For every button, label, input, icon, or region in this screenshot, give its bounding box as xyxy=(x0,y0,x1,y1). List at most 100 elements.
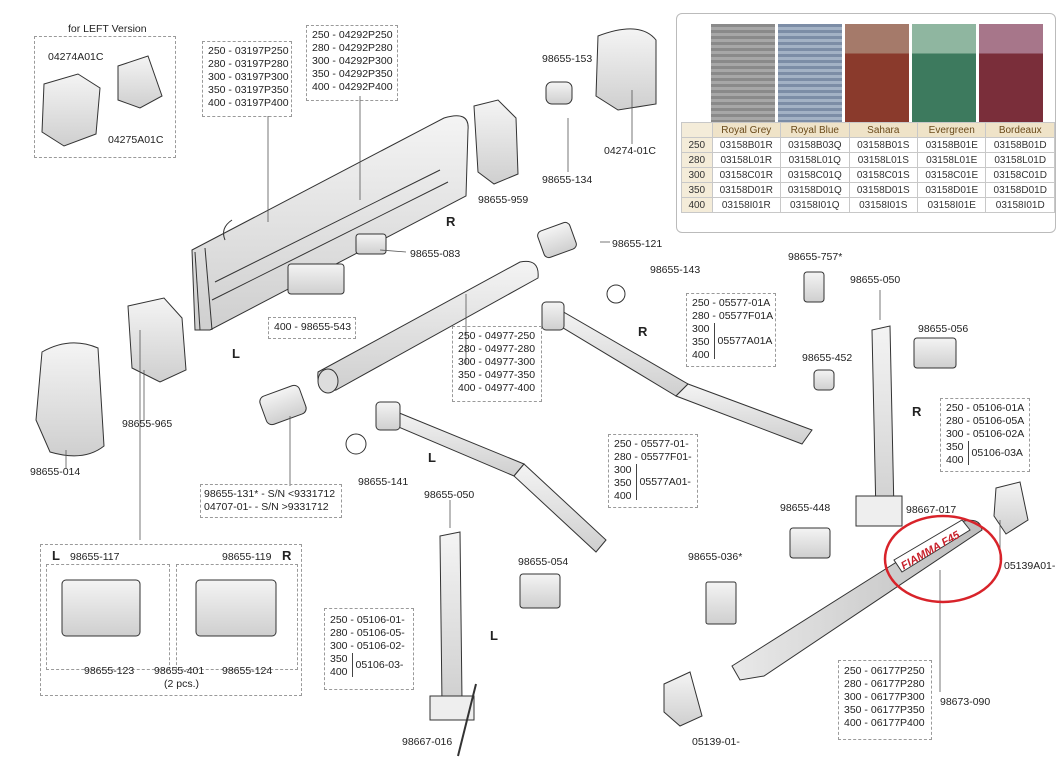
table-row: 400 03158I01R 03158I01Q 03158I01S 03158I… xyxy=(681,197,1055,213)
part-label: 98655-014 xyxy=(30,466,81,478)
fabric-swatch xyxy=(778,24,842,122)
ring-143 xyxy=(606,284,626,304)
color-header: Evergreen xyxy=(917,122,987,138)
fabric-code-table: Royal Grey Royal Blue Sahara Evergreen B… xyxy=(681,122,1055,213)
hinge-right-drawing xyxy=(195,579,277,637)
part-label: 98655-119 xyxy=(222,551,272,563)
leg-l-part-list: 250 - 05106-01-280 - 05106-05-300 - 0510… xyxy=(330,614,405,678)
hinge-right-box xyxy=(176,564,298,670)
bracket-056 xyxy=(913,337,957,369)
part-label: 98655-757* xyxy=(788,251,843,263)
part-label: 98655-123 xyxy=(84,665,135,677)
left-arm-drawing xyxy=(375,401,607,553)
part-label: 98655-134 xyxy=(542,174,593,186)
strap-036 xyxy=(705,581,737,625)
awning-case-drawing xyxy=(191,115,469,331)
part-label: 98655-056 xyxy=(918,323,969,335)
hinge-left-drawing xyxy=(61,579,141,637)
part-label: 98655-965 xyxy=(122,418,173,430)
part-label: 98655-050 xyxy=(424,489,475,501)
part-label: 05139A01- xyxy=(1004,560,1056,572)
crank-drawing xyxy=(545,81,573,105)
roller-plug-right xyxy=(537,221,577,259)
leg-l-list-box xyxy=(324,608,414,690)
hinge-543 xyxy=(287,263,345,295)
left-version-box xyxy=(34,36,176,158)
fabric-color-table: Royal Grey Royal Blue Sahara Evergreen B… xyxy=(676,13,1056,233)
side-marker-left: L xyxy=(428,450,436,465)
part-label: 98673-090 xyxy=(940,696,991,708)
side-marker-right: R xyxy=(446,214,456,229)
part-label: 98655-083 xyxy=(410,248,461,260)
side-marker-left: L xyxy=(232,346,240,361)
part-label: 98655-143 xyxy=(650,264,701,276)
part-label: 98655-153 xyxy=(542,53,593,65)
table-row: 350 03158D01R 03158D01Q 03158D01S 03158D… xyxy=(681,182,1055,198)
part-label: 98655-448 xyxy=(780,502,831,514)
part-label: 05139-01- xyxy=(692,736,740,748)
color-header: Royal Blue xyxy=(780,122,850,138)
left-leg-drawing xyxy=(429,531,477,757)
part-label: 98655-124 xyxy=(222,665,273,677)
part-label: 98655-959 xyxy=(478,194,529,206)
fabric-swatch xyxy=(845,24,909,122)
part-label: 04275A01C xyxy=(108,134,164,146)
fabric-swatch xyxy=(711,24,775,122)
left-version-cap-b xyxy=(117,55,163,109)
side-marker-right: R xyxy=(912,404,922,419)
color-header: Bordeaux xyxy=(985,122,1055,138)
part-label: 98667-017 xyxy=(906,504,957,516)
arm-l-list-box xyxy=(608,434,698,508)
bar-cap-left xyxy=(663,671,703,727)
part-label: 98655-054 xyxy=(518,556,569,568)
brand-logo-art: FIAMMA F45 xyxy=(899,529,963,573)
table-row: 300 03158C01R 03158C01Q 03158C01S 03158C… xyxy=(681,167,1055,183)
roller-plug-left xyxy=(259,384,307,426)
gearbox-left-drawing xyxy=(127,297,187,383)
hinge-left-box xyxy=(46,564,170,670)
highlight-circle xyxy=(883,514,1003,604)
front-bar-drawing xyxy=(731,519,983,681)
table-row: 280 03158L01R 03158L01Q 03158L01S 03158L… xyxy=(681,152,1055,168)
bar-list-box xyxy=(838,660,932,740)
right-leg-drawing xyxy=(855,325,903,527)
bracket-448 xyxy=(789,527,831,559)
end-cap-right-drawing xyxy=(595,28,657,111)
arm-r-list-box xyxy=(686,293,776,367)
part-label: 98655-036* xyxy=(688,551,743,563)
part-label: 98655-141 xyxy=(358,476,409,488)
spring-141 xyxy=(345,433,367,455)
part-label: 98655-401 xyxy=(154,665,205,677)
side-marker-left: L xyxy=(490,628,498,643)
part-label: 04274A01C xyxy=(48,51,104,63)
cover-list-box xyxy=(306,25,398,101)
right-arm-drawing xyxy=(541,301,813,445)
part-label: 98667-016 xyxy=(402,736,453,748)
bracket-054 xyxy=(519,573,561,609)
part-label: (2 pcs.) xyxy=(164,678,200,690)
left-version-title: for LEFT Version xyxy=(68,23,147,35)
roller-tube-drawing xyxy=(317,260,539,394)
leg-r-list-box xyxy=(940,398,1030,472)
part-label: 98655-452 xyxy=(802,352,853,364)
table-row: 250 03158B01R 03158B03Q 03158B01S 03158B… xyxy=(681,137,1055,153)
end-cap-left-drawing xyxy=(35,342,105,457)
part-label: 04274-01C xyxy=(604,145,656,157)
part-label: 98655-117 xyxy=(70,551,120,563)
color-header: Sahara xyxy=(848,122,919,138)
sn-list-box xyxy=(200,484,342,518)
bracket-083 xyxy=(355,233,387,255)
part-label: 98655-050 xyxy=(850,274,901,286)
gearbox-right-drawing xyxy=(473,99,519,185)
knob-452 xyxy=(813,369,835,391)
hinge-detail-box xyxy=(40,544,302,696)
left-version-cap-a xyxy=(41,73,101,147)
